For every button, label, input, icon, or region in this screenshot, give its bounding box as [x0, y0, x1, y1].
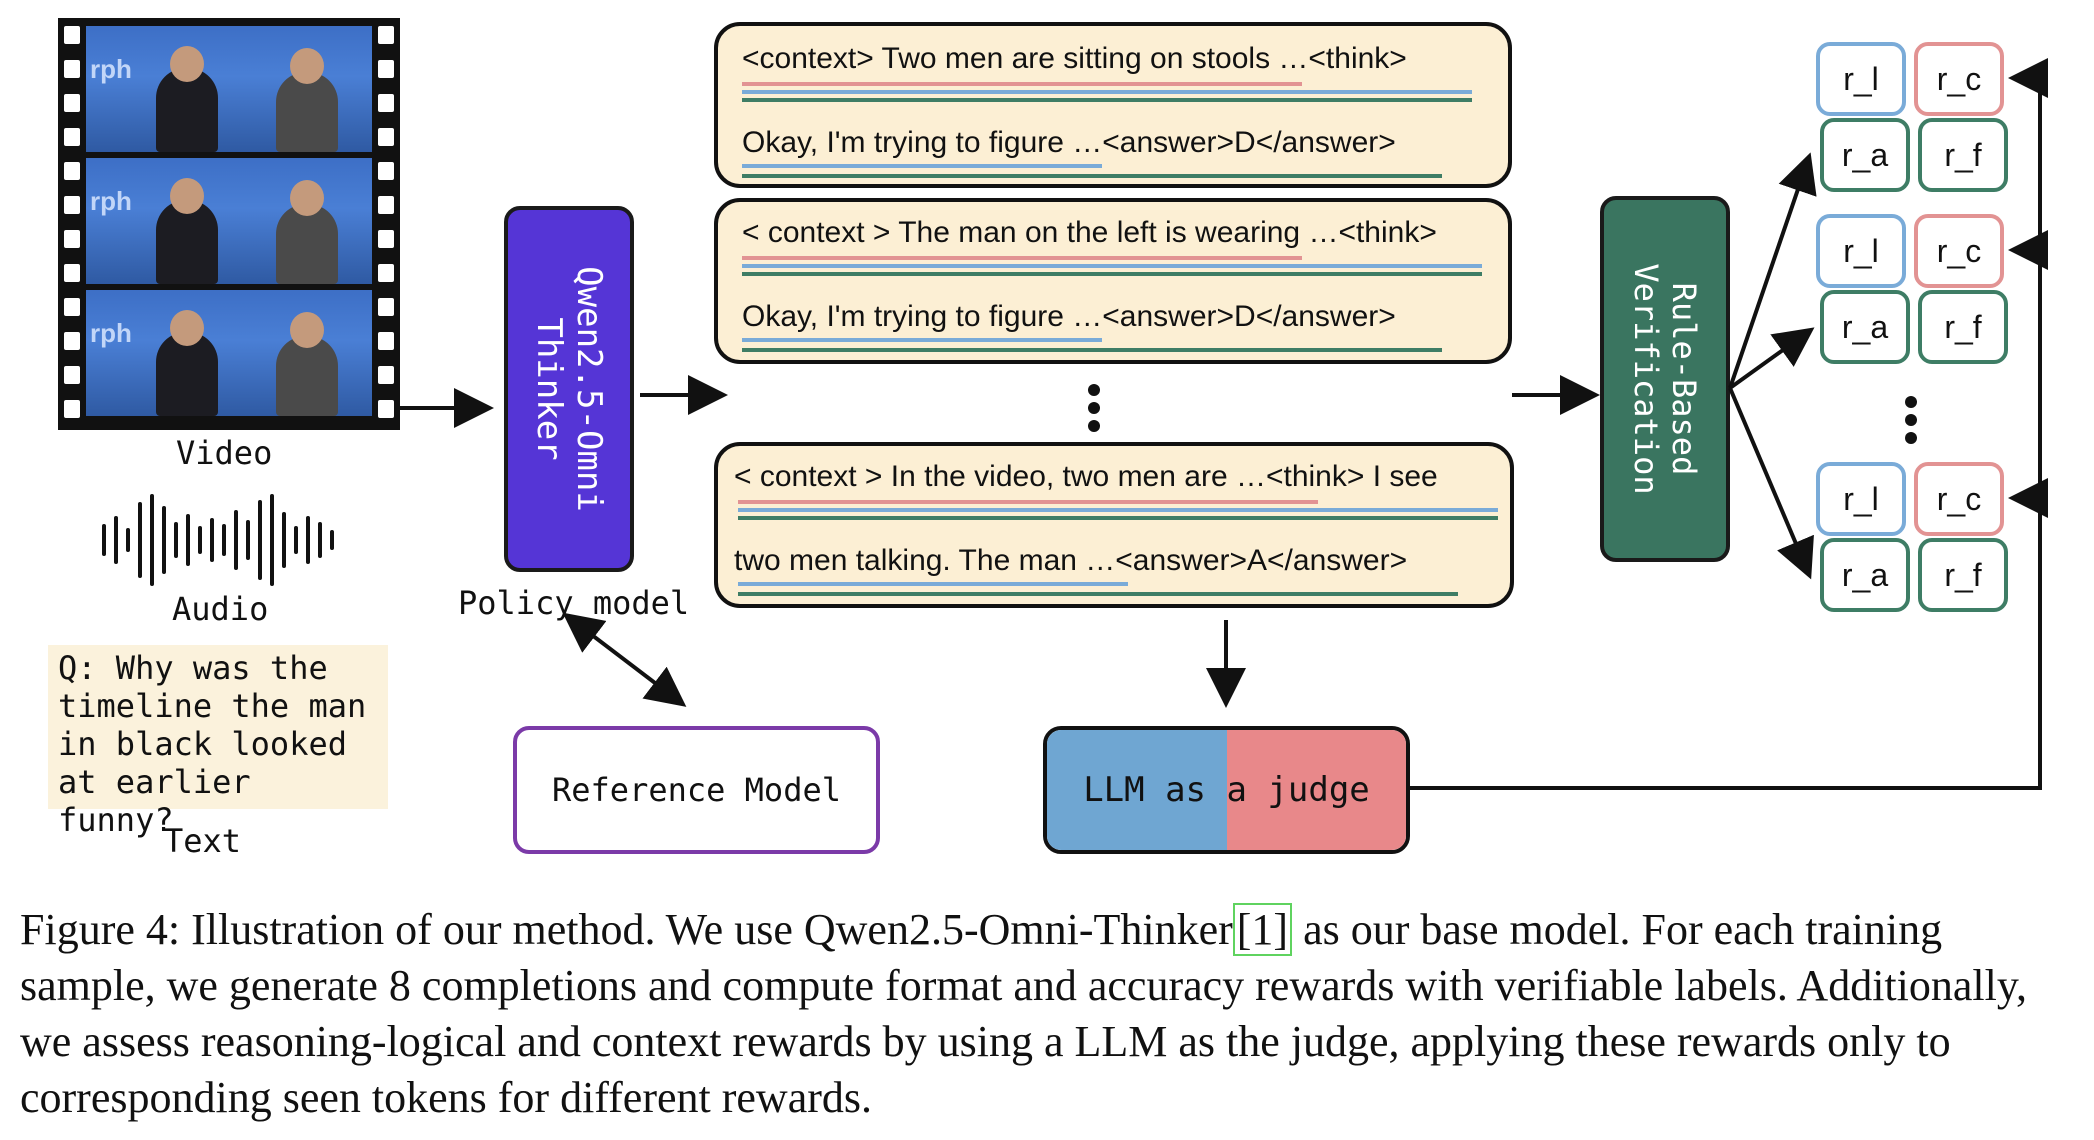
- arrow-judge-to-rewards: [1410, 58, 2048, 790]
- audio-waveform-icon: [102, 494, 334, 586]
- video-frame: rph: [86, 290, 372, 416]
- reward-context-box: r_c: [1914, 214, 2004, 288]
- reward-format-box: r_f: [1918, 118, 2008, 192]
- video-label: Video: [176, 434, 273, 472]
- reward-format-box: r_f: [1918, 538, 2008, 612]
- more-rewards-ellipsis: [1905, 396, 1917, 444]
- reference-model-box: Reference Model: [513, 726, 880, 854]
- more-completions-ellipsis: [1088, 384, 1100, 432]
- llm-judge-box: LLM as a judge: [1043, 726, 1410, 854]
- completion-box-2: < context > The man on the left is weari…: [714, 198, 1512, 364]
- policy-model-box: Qwen2.5-Omni Thinker: [504, 206, 634, 572]
- completion-1-line1: <context> Two men are sitting on stools …: [742, 42, 1407, 75]
- completion-2-line1: < context > The man on the left is weari…: [742, 216, 1437, 249]
- connector-arrows: [400, 58, 2048, 790]
- reference-model-label: Reference Model: [552, 771, 841, 809]
- reward-context-box: r_c: [1914, 42, 2004, 116]
- question-text-box: Q: Why was the timeline the man in black…: [48, 645, 388, 839]
- audio-label: Audio: [172, 590, 269, 628]
- rule-based-verification-box: Rule-Based Verification: [1600, 196, 1730, 562]
- llm-judge-label: LLM as a judge: [1083, 770, 1370, 810]
- frame-logo: rph: [90, 54, 132, 84]
- video-frame: rph: [86, 158, 372, 284]
- arrow-policy-reference: [562, 612, 687, 707]
- frame-logo: rph: [90, 186, 132, 216]
- frame-logo: rph: [90, 318, 132, 348]
- reward-format-box: r_f: [1918, 290, 2008, 364]
- completion-2-line2: Okay, I'm trying to figure …<answer>D</a…: [742, 300, 1396, 333]
- video-frame: rph: [86, 26, 372, 152]
- reward-logic-box: r_l: [1816, 214, 1906, 288]
- reward-accuracy-box: r_a: [1820, 538, 1910, 612]
- citation-link[interactable]: [1]: [1232, 903, 1293, 956]
- video-film-strip: rph rph rph: [58, 18, 400, 430]
- reward-logic-box: r_l: [1816, 462, 1906, 536]
- completion-box-3: < context > In the video, two men are …<…: [714, 442, 1514, 608]
- completion-3-line1: < context > In the video, two men are …<…: [734, 460, 1438, 493]
- caption-prefix: Figure 4: Illustration of our method. We…: [20, 905, 1233, 954]
- caption-suffix: as our base model. For each training sam…: [20, 905, 2027, 1122]
- reward-context-box: r_c: [1914, 462, 2004, 536]
- reward-logic-box: r_l: [1816, 42, 1906, 116]
- completion-1-line2: Okay, I'm trying to figure …<answer>D</a…: [742, 126, 1396, 159]
- text-label: Text: [164, 822, 242, 860]
- reward-accuracy-box: r_a: [1820, 290, 1910, 364]
- completion-3-line2: two men talking. The man …<answer>A</ans…: [734, 544, 1408, 577]
- reward-accuracy-box: r_a: [1820, 118, 1910, 192]
- completion-box-1: <context> Two men are sitting on stools …: [714, 22, 1512, 188]
- figure-caption: Figure 4: Illustration of our method. We…: [20, 902, 2080, 1126]
